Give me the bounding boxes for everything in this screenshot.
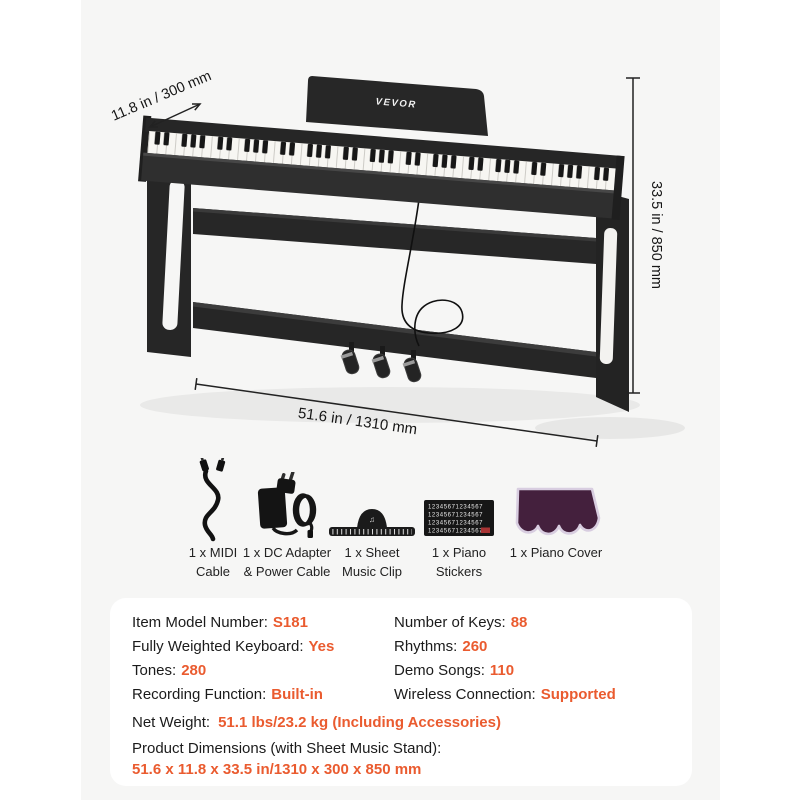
- dimension-depth-label: 11.8 in / 300 mm: [109, 68, 214, 125]
- dimension-height: [626, 77, 640, 394]
- sticker-row: 12345671234567: [428, 521, 483, 527]
- spec-recording-function: Recording Function:Built-in: [132, 686, 323, 703]
- pedal-sustain: [402, 350, 422, 383]
- dimension-width: [194, 377, 599, 448]
- midi-cable-icon: [199, 455, 226, 542]
- spec-number-of-keys: Number of Keys:88: [394, 614, 528, 631]
- floor-shadow: [140, 387, 685, 439]
- accessory-piano-stickers: 12345671234567 12345671234567 1234567123…: [424, 500, 494, 541]
- spec-grid: Item Model Number:S181 Fully Weighted Ke…: [132, 611, 692, 707]
- pedal-sostenuto: [371, 346, 391, 379]
- piano-cover-icon: [515, 487, 601, 536]
- pedal-soft: [340, 342, 360, 375]
- spec-card: Item Model Number:S181 Fully Weighted Ke…: [110, 598, 692, 786]
- sticker-row: 12345671234567: [428, 513, 483, 519]
- spec-tones: Tones:280: [132, 662, 207, 679]
- accessory-midi-cable: [191, 455, 235, 547]
- dimension-depth: [148, 103, 202, 128]
- sheet-music-stand: VEVOR: [306, 76, 488, 136]
- spec-net-weight: Net Weight:51.1 lbs/23.2 kg (Including A…: [132, 714, 501, 731]
- spec-product-dimensions-label: Product Dimensions (with Sheet Music Sta…: [132, 740, 442, 757]
- spec-item-model-number: Item Model Number:S181: [132, 614, 308, 631]
- pedals: [340, 342, 422, 383]
- dimension-height-label: 33.5 in / 850 mm: [648, 181, 664, 289]
- vevor-logo: VEVOR: [375, 96, 417, 110]
- accessory-sheet-music-clip: ♫: [328, 504, 416, 545]
- spec-fully-weighted-keyboard: Fully Weighted Keyboard:Yes: [132, 638, 335, 655]
- accessory-dc-adapter: [257, 471, 319, 543]
- sticker-row: 12345671234567: [428, 529, 483, 535]
- piano-stand: [147, 162, 629, 412]
- accessory-piano-cover: [511, 484, 603, 547]
- accessory-caption-piano-cover: 1 x Piano Cover: [509, 545, 603, 560]
- accessory-caption-dc-adapter: 1 x DC Adapter& Power Cable: [242, 545, 332, 579]
- sticker-row: 12345671234567: [428, 505, 483, 511]
- spec-demo-songs: Demo Songs:110: [394, 662, 515, 679]
- spec-rhythms: Rhythms:260: [394, 638, 488, 655]
- sheet-music-clip-icon: ♫: [329, 509, 415, 536]
- dc-adapter-icon: [257, 471, 317, 538]
- keyboard: [138, 115, 625, 220]
- spec-wireless-connection: Wireless Connection:Supported: [394, 686, 616, 703]
- spec-product-dimensions-value: 51.6 x 11.8 x 33.5 in/1310 x 300 x 850 m…: [132, 761, 422, 778]
- piano-stickers-icon: 12345671234567 12345671234567 1234567123…: [424, 500, 494, 536]
- svg-text:♫: ♫: [369, 515, 375, 524]
- pedal-cable: [401, 191, 464, 347]
